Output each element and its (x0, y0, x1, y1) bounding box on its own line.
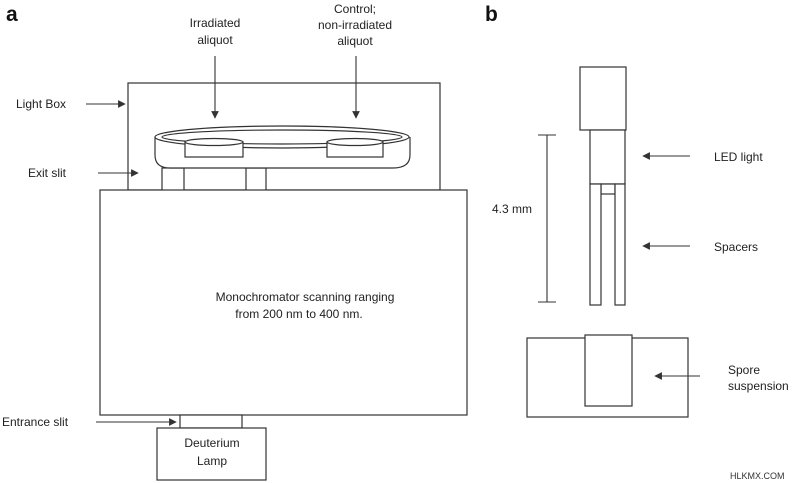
irradiated-aliquot (184, 137, 244, 158)
irradiated-label-line2: aliquot (197, 33, 233, 47)
panel-a-label: a (6, 3, 18, 26)
led-housing (579, 66, 627, 131)
control-label-line2: non-irradiated (318, 18, 392, 32)
panel-b-label: b (485, 3, 498, 26)
spore-suspension (584, 334, 633, 407)
distance-label: 4.3 mm (492, 202, 532, 216)
light-box-label: Light Box (16, 97, 66, 111)
led-lens (600, 183, 616, 195)
monochromator (99, 189, 468, 416)
control-label-line3: aliquot (337, 34, 373, 48)
exit-slit-support-left (161, 167, 185, 192)
spacer-right (614, 183, 626, 306)
led-light (589, 129, 626, 185)
exit-slit-label: Exit slit (28, 166, 67, 180)
monochromator-label-line2: from 200 nm to 400 nm. (235, 307, 362, 321)
exit-slit-support-right (245, 167, 267, 192)
irradiated-label-line1: Irradiated (190, 16, 241, 30)
spacers-label: Spacers (714, 240, 758, 254)
lamp-label-line2: Lamp (197, 454, 227, 468)
watermark: HLKMX.COM (730, 471, 785, 481)
control-aliquot (326, 137, 384, 158)
led-label: LED light (714, 150, 763, 164)
spacer-left (589, 183, 602, 306)
entrance-slit-label: Entrance slit (2, 415, 69, 429)
control-label-line1: Control; (334, 2, 376, 16)
spore-label-line1: Spore (728, 363, 760, 377)
entrance-slit-tube (179, 414, 243, 429)
lamp-label-line1: Deuterium (184, 436, 239, 450)
deuterium-lamp (156, 427, 267, 481)
monochromator-label-line1: Monochromator scanning ranging (216, 290, 395, 304)
spore-label-line2: suspension (728, 379, 789, 393)
